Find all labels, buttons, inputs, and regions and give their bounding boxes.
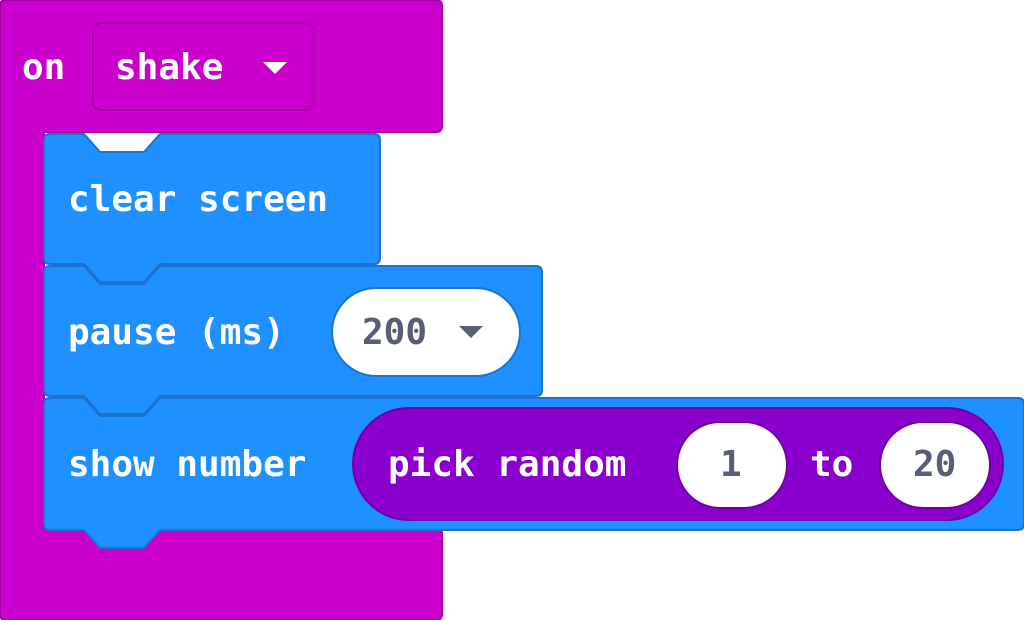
chevron-down-icon[interactable] bbox=[263, 62, 287, 74]
to-label: to bbox=[810, 444, 854, 485]
gesture-dropdown-field[interactable] bbox=[92, 22, 315, 111]
pause-value: 200 bbox=[362, 312, 428, 353]
random-to-input[interactable] bbox=[879, 421, 991, 509]
random-from-value: 1 bbox=[720, 444, 742, 485]
pick-random-label: pick random bbox=[388, 444, 627, 485]
show-number-label: show number bbox=[68, 444, 307, 485]
random-from-input[interactable] bbox=[676, 421, 788, 509]
on-label: on bbox=[22, 47, 66, 88]
chevron-down-icon[interactable] bbox=[459, 326, 483, 338]
random-to-value: 20 bbox=[913, 444, 957, 485]
clear-screen-label: clear screen bbox=[68, 179, 329, 220]
pause-value-dropdown[interactable] bbox=[331, 287, 521, 377]
gesture-value: shake bbox=[115, 47, 224, 88]
pause-label: pause (ms) bbox=[68, 312, 285, 353]
clear-screen-block[interactable] bbox=[43, 133, 381, 283]
